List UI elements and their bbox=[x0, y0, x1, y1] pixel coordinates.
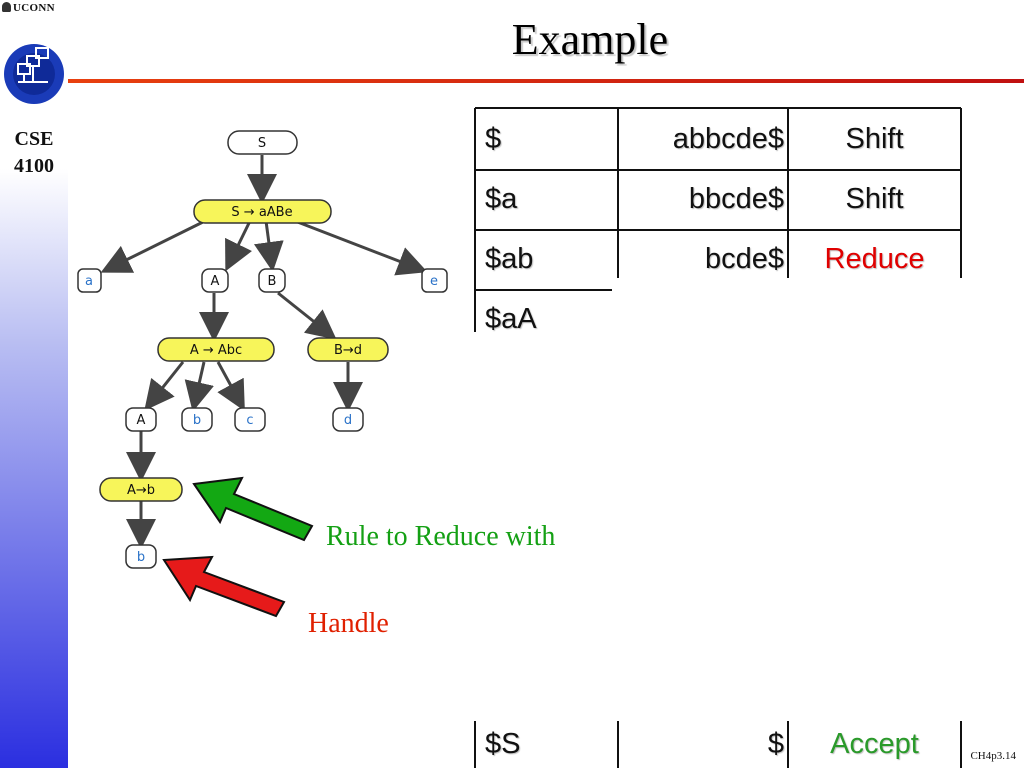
course-number: 4100 bbox=[14, 155, 54, 177]
handle-label: Handle bbox=[308, 608, 389, 639]
tree-leaf-c: c bbox=[234, 407, 266, 432]
tree-leaf-d: d bbox=[332, 407, 364, 432]
tree-rule-ab-label: A→b bbox=[127, 483, 155, 498]
tree-node-root-label: S bbox=[258, 136, 266, 151]
uconn-wordmark: UCONN bbox=[2, 2, 55, 14]
tree-rule-ab: A→b bbox=[99, 477, 183, 502]
tree-leaf-b1: b bbox=[181, 407, 213, 432]
parse-tree: S S → aABe a A B e A → Abc B→d A b c d A… bbox=[77, 130, 448, 569]
tree-leaf-b2-label: b bbox=[137, 550, 145, 565]
table-row-1-action: Shift bbox=[845, 183, 904, 215]
tree-leaf-a: a bbox=[77, 268, 102, 293]
tree-rule-a-label: A → Abc bbox=[190, 343, 242, 358]
cse-department-logo-icon bbox=[4, 44, 64, 104]
table-row-0-input: abbcde$ bbox=[672, 123, 784, 155]
course-prefix: CSE bbox=[14, 128, 54, 150]
tree-rule-s: S → aABe bbox=[193, 199, 332, 224]
table-row-0-stack: $ bbox=[485, 123, 502, 155]
tree-rule-b: B→d bbox=[307, 337, 389, 362]
final-row-grid bbox=[474, 721, 962, 768]
table-final-stack: $S bbox=[485, 728, 521, 760]
table-row-1-input: bbcde$ bbox=[688, 183, 784, 215]
table-final-action: Accept bbox=[830, 728, 919, 760]
tree-rule-s-label: S → aABe bbox=[231, 205, 292, 220]
tree-rule-a: A → Abc bbox=[157, 337, 275, 362]
tree-node-A2: A bbox=[125, 407, 157, 432]
parse-table-grid bbox=[474, 107, 962, 332]
tree-node-B-label: B bbox=[268, 274, 277, 289]
rule-to-reduce-label: Rule to Reduce with bbox=[326, 521, 556, 552]
tree-leaf-c-label: c bbox=[246, 413, 253, 428]
page-number: CH4p3.14 bbox=[970, 750, 1016, 762]
table-row-2-action: Reduce bbox=[824, 243, 925, 275]
tree-leaf-b2: b bbox=[125, 544, 157, 569]
table-row-2-input: bcde$ bbox=[704, 243, 784, 275]
tree-node-root: S bbox=[227, 130, 298, 155]
tree-node-A2-label: A bbox=[137, 413, 146, 428]
course-code: CSE 4100 bbox=[0, 126, 68, 180]
table-final-input: $ bbox=[767, 728, 784, 760]
table-row-0-action: Shift bbox=[845, 123, 904, 155]
tree-node-A-label: A bbox=[211, 274, 220, 289]
sidebar: UCONN CSE 4100 bbox=[0, 0, 68, 768]
title-divider bbox=[68, 79, 1024, 83]
tree-leaf-d-label: d bbox=[344, 413, 352, 428]
tree-leaf-e-label: e bbox=[430, 274, 438, 289]
red-arrow-icon bbox=[162, 555, 286, 618]
table-row-2-stack: $ab bbox=[485, 243, 534, 275]
university-name: UCONN bbox=[13, 2, 55, 14]
tree-rule-b-label: B→d bbox=[334, 343, 362, 358]
table-row-1-stack: $a bbox=[485, 183, 518, 215]
table-row-3-stack: $aA bbox=[485, 303, 537, 335]
tree-node-A: A bbox=[201, 268, 229, 293]
green-arrow-icon bbox=[192, 476, 314, 542]
tree-leaf-a-label: a bbox=[85, 274, 93, 289]
tree-leaf-b1-label: b bbox=[193, 413, 201, 428]
tree-leaf-e: e bbox=[421, 268, 448, 293]
uconn-seal-icon bbox=[2, 2, 11, 12]
slide-title: Example bbox=[511, 15, 669, 64]
tree-node-B: B bbox=[258, 268, 286, 293]
